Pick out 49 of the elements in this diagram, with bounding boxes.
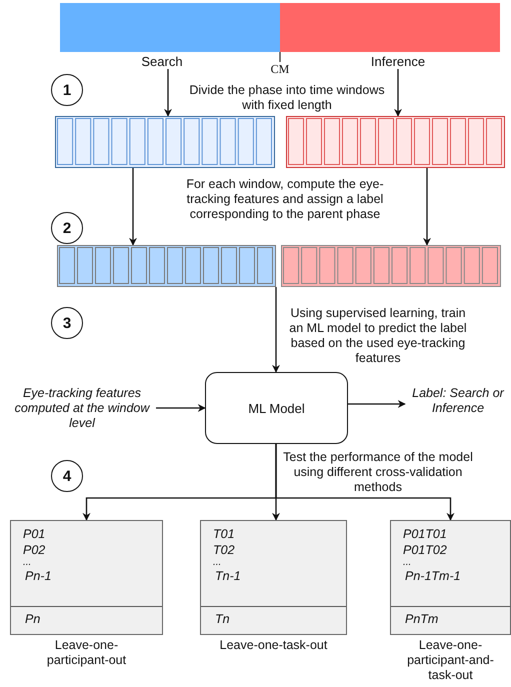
marker-label: CM — [270, 62, 290, 77]
fold-label: Tn-1 — [215, 569, 241, 584]
fold-label: P01T01 — [403, 527, 447, 542]
arrow — [423, 168, 431, 246]
arrow — [394, 69, 402, 117]
arrow — [272, 287, 280, 373]
method-caption: Leave-one-participant-and-task-out — [406, 638, 495, 683]
time-window-strip — [57, 245, 276, 287]
step-number: 1 — [51, 74, 83, 106]
phase-label: Search — [126, 54, 198, 69]
fold-label: ... — [23, 559, 32, 567]
fold-label: Pn-1Tm-1 — [405, 569, 461, 584]
step-description: Using supervised learning, train an ML model to predict the label based on the used eye-tracking features — [288, 306, 468, 366]
fold-label: P01T02 — [403, 543, 447, 558]
phase-label: Inference — [362, 54, 434, 69]
phase-bar — [280, 3, 500, 52]
fold-label: T01 — [213, 527, 235, 542]
io-text: Label: Search or Inference — [405, 386, 511, 422]
fold-label: T02 — [213, 543, 235, 558]
method-caption: Leave-one-task-out — [218, 638, 328, 653]
process-box: ML Model — [205, 372, 348, 444]
arrow — [129, 168, 137, 246]
fold-label: Pn-1 — [25, 569, 52, 584]
io-text: Eye-tracking features computed at the window level — [8, 386, 156, 434]
fold-label: PnTm — [405, 612, 438, 627]
fold-label: Tn — [215, 612, 230, 627]
fold-label: ... — [403, 559, 412, 567]
fold-table — [390, 520, 511, 635]
arrow — [164, 69, 172, 117]
fold-table — [10, 520, 163, 635]
arrow — [275, 444, 454, 521]
step-description: For each window, compute the eye-tracking features and assign a label corresponding to the parent phase — [185, 177, 385, 222]
step-number: 3 — [51, 307, 83, 339]
time-window-strip — [286, 116, 505, 168]
fold-label: Pn — [25, 612, 40, 627]
arrow — [156, 404, 206, 412]
time-window-strip — [55, 116, 275, 168]
time-window-strip — [281, 245, 501, 287]
arrow — [348, 400, 406, 408]
fold-label: P02 — [23, 543, 46, 558]
method-caption: Leave-one-participant-out — [46, 638, 128, 668]
phase-bar — [60, 3, 280, 52]
step-number: 2 — [51, 212, 83, 244]
fold-table — [200, 520, 347, 635]
step-description: Test the performance of the model using different cross-validation methods — [283, 450, 473, 495]
fold-label: ... — [213, 559, 222, 567]
fold-label: P01 — [23, 527, 46, 542]
step-number: 4 — [51, 460, 83, 492]
step-description: Divide the phase into time windows with fixed length — [188, 83, 386, 113]
